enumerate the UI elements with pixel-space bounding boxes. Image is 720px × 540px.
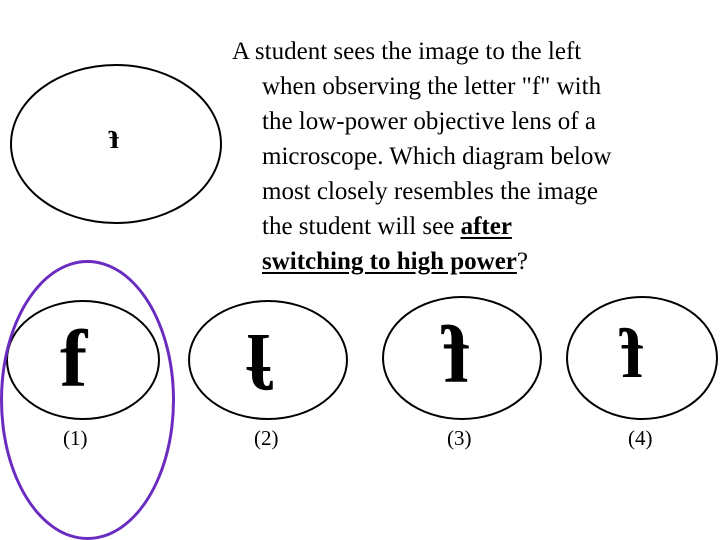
emphasis-after: after — [460, 213, 512, 240]
answer-highlight-ellipse — [0, 260, 175, 540]
question-text: A student sees the image to the left whe… — [232, 34, 714, 279]
emphasis-switching-to-high-power: switching to high power — [262, 248, 517, 275]
choice-4-letter: f — [620, 316, 644, 393]
question-line-5: most closely resembles the image — [262, 178, 599, 205]
low-power-field-of-view: f — [10, 64, 222, 224]
choice-4-field[interactable]: f — [566, 296, 718, 420]
choice-3-field[interactable]: f — [382, 296, 542, 420]
choice-2-letter: f — [246, 318, 272, 405]
choice-3-letter: f — [442, 309, 470, 400]
question-line-6: the student will see after — [232, 209, 714, 244]
question-line-7: switching to high power? — [232, 244, 714, 279]
question-line-4: microscope. Which diagram below — [262, 143, 612, 170]
choice-2-field[interactable]: f — [188, 300, 348, 420]
question-line-1: A student sees the image to the left — [232, 38, 582, 65]
choice-4-label[interactable]: (4) — [628, 426, 653, 450]
low-power-letter: f — [108, 128, 120, 154]
question-line-2: when observing the letter "f" with — [262, 73, 602, 100]
question-mark: ? — [516, 248, 528, 275]
question-line-6-text: the student will see — [262, 213, 461, 240]
question-line-3: the low-power objective lens of a — [262, 108, 596, 135]
choice-3-label[interactable]: (3) — [447, 426, 472, 450]
choice-2-label[interactable]: (2) — [254, 426, 279, 450]
